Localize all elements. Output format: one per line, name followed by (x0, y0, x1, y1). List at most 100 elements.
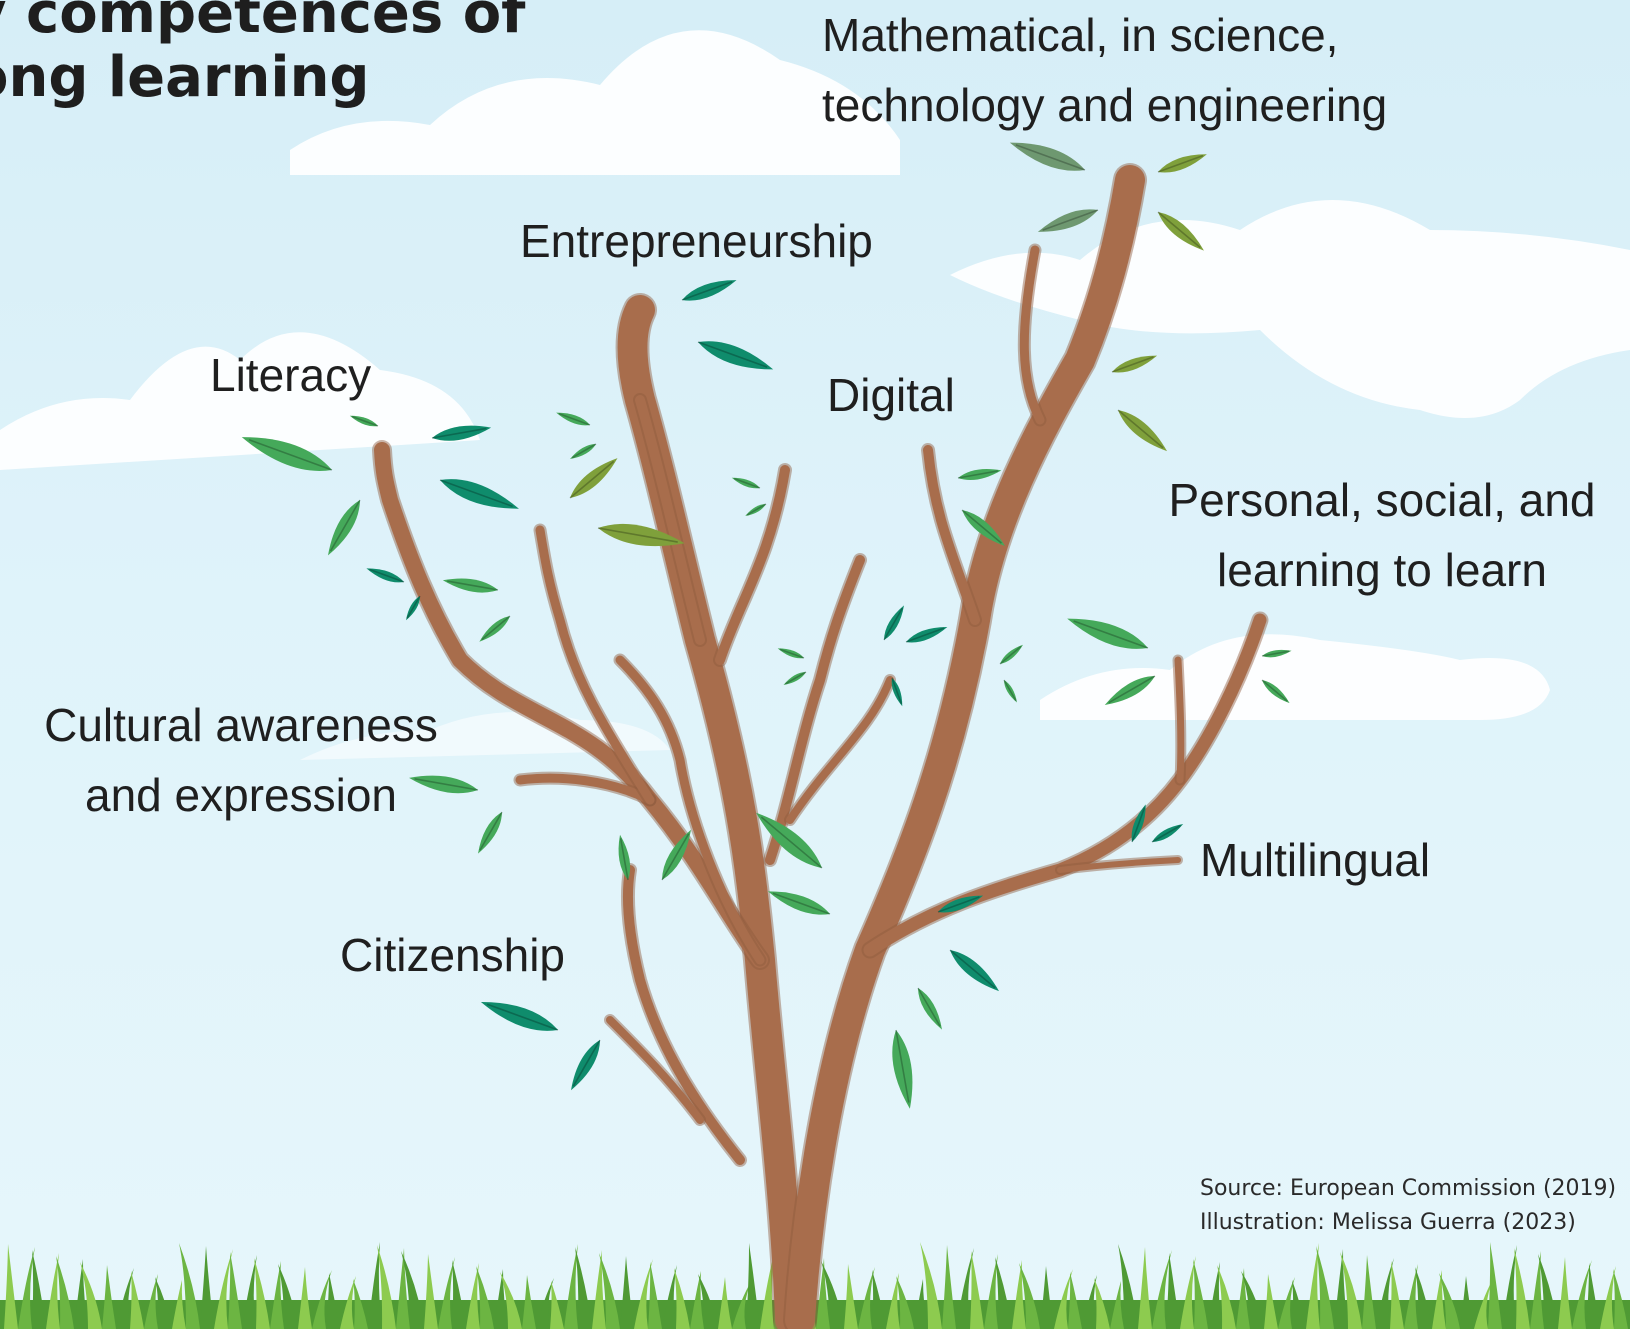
grass-blade-41 (564, 1244, 578, 1329)
grass-blade-96 (1334, 1249, 1348, 1329)
grass-blade-109 (1514, 1248, 1530, 1329)
grass-blade-25 (340, 1276, 356, 1329)
grass-blade-105 (1460, 1276, 1474, 1329)
branch-16 (1174, 656, 1185, 784)
grass-blade-101 (1404, 1264, 1418, 1329)
label-mathematical-line-2: technology and engineering (822, 79, 1388, 131)
label-entrepreneurship: Entrepreneurship (520, 206, 873, 276)
branch-1 (785, 165, 1145, 1329)
grass-blade-113 (1572, 1260, 1592, 1329)
grass-blade-37 (500, 1272, 522, 1329)
grass-blade-69 (956, 1248, 974, 1329)
grass-blade-89 (1236, 1268, 1250, 1329)
grass-blade-61 (844, 1264, 858, 1329)
grass-blade-39 (536, 1278, 554, 1329)
grass-blade-112 (1558, 1257, 1572, 1329)
grass-blade-48 (662, 1265, 677, 1329)
leaf-25 (777, 648, 805, 659)
branch-12 (923, 445, 980, 625)
leaf-6 (241, 437, 333, 471)
grass-blade-66 (914, 1279, 928, 1329)
branch-4 (535, 525, 655, 805)
leaf-29 (891, 677, 903, 707)
grass-blade-85 (1180, 1256, 1196, 1329)
grass-blade-3 (32, 1250, 46, 1329)
grass-blade-54 (746, 1243, 760, 1329)
leaf-41 (661, 829, 691, 881)
grass-blade-34 (466, 1263, 480, 1329)
grass-blade-99 (1376, 1258, 1394, 1329)
grass-blade-71 (984, 1254, 998, 1329)
grass-blade-102 (1415, 1267, 1432, 1329)
grass-blade-92 (1278, 1277, 1295, 1329)
grass-blade-50 (690, 1271, 704, 1329)
grass-blade-116 (1613, 1269, 1628, 1329)
credits: Source: European Commission (2019) Illus… (1200, 1172, 1616, 1240)
leaf-1 (1037, 209, 1099, 232)
cloud-mid-right (1040, 634, 1550, 720)
page-title: y competences of ong learning (0, 0, 526, 110)
leaf-31 (1003, 679, 1017, 703)
leaf-36 (409, 775, 479, 794)
title-line-2: ong learning (0, 45, 370, 110)
cloud-left (0, 332, 480, 470)
grass-blade-20 (270, 1261, 284, 1329)
grass-blade-94 (1306, 1243, 1320, 1329)
grass-blade-43 (592, 1250, 606, 1329)
grass-blade-35 (476, 1266, 494, 1329)
grass-blade-36 (494, 1269, 508, 1329)
grass-blade-12 (155, 1277, 172, 1329)
label-personal-social: Personal, social, and learning to learn (1147, 465, 1617, 605)
grass-blade-45 (620, 1256, 634, 1329)
illustration-credit: Illustration: Melissa Guerra (2023) (1200, 1210, 1576, 1235)
branch-10 (635, 395, 705, 645)
leaf-47 (892, 1029, 913, 1109)
leaf-26 (783, 671, 807, 685)
grass-blade-49 (674, 1268, 690, 1329)
leaf-37 (478, 811, 503, 854)
leaf-16 (406, 595, 421, 621)
leaf-0 (1009, 142, 1086, 171)
grass-blade-82 (1138, 1247, 1152, 1329)
branch-9 (786, 676, 894, 824)
leaf-34 (1261, 649, 1292, 658)
grass-blade-38 (522, 1275, 536, 1329)
leaf-39 (1151, 824, 1184, 843)
grass-blade-79 (1094, 1278, 1110, 1329)
grass-blade-4 (46, 1253, 60, 1329)
leaf-4 (681, 280, 737, 301)
leaf-14 (597, 523, 685, 547)
label-citizenship-line-1: Citizenship (340, 929, 565, 981)
label-mathematical: Mathematical, in science, technology and… (822, 0, 1387, 140)
leaf-2 (1157, 154, 1207, 173)
leaf-8 (431, 425, 492, 441)
grass-blade-40 (550, 1281, 564, 1329)
branch-7 (606, 1016, 704, 1124)
grass-blade-44 (599, 1253, 620, 1329)
label-cultural-awareness: Cultural awareness and expression (8, 690, 474, 830)
branch-11 (715, 465, 790, 665)
leaf-30 (999, 644, 1023, 665)
grass-blade-23 (312, 1270, 332, 1329)
label-personal-social-line-2: learning to learn (1217, 544, 1547, 596)
branch-13 (1019, 245, 1045, 425)
leaf-20 (745, 503, 767, 516)
grass-blade-80 (1110, 1281, 1124, 1329)
grass-blade-87 (1208, 1262, 1222, 1329)
grass-blade-19 (254, 1258, 270, 1329)
grass-blade-75 (1040, 1266, 1054, 1329)
grass-blade-6 (74, 1259, 88, 1329)
grass-blade-15 (200, 1246, 214, 1329)
grass-blade-13 (172, 1280, 186, 1329)
leaf-32 (1067, 618, 1149, 649)
grass-blade-114 (1586, 1263, 1600, 1329)
grass-blade-47 (648, 1262, 662, 1329)
leaf-19 (731, 477, 761, 489)
grass-blade-5 (56, 1256, 74, 1329)
label-multilingual: Multilingual (1200, 825, 1430, 895)
cloud-top (290, 30, 900, 175)
grass-blade-27 (368, 1242, 382, 1329)
leaf-7 (328, 499, 361, 556)
grass-blade-1 (4, 1244, 18, 1329)
